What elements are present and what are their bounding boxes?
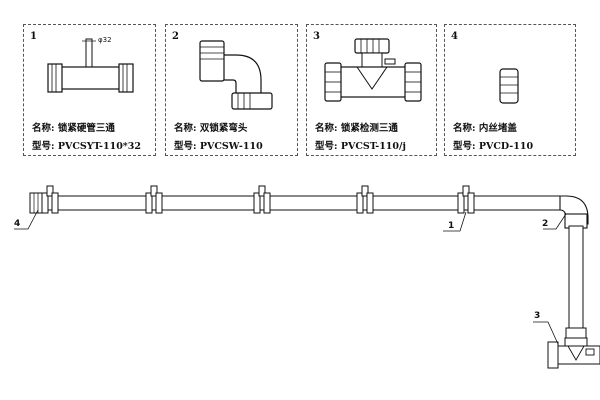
panel-number: 1 <box>30 31 37 42</box>
panel-number: 3 <box>313 31 320 42</box>
dimension-label: φ32 <box>98 36 112 44</box>
part-model: 型号: PVCSYT-110*32 <box>32 141 141 152</box>
panel-inspection-tee: 3 名称: 锁紧检测三通 型号: PVCST-110/j <box>306 24 437 156</box>
part-model: 型号: PVCSW-110 <box>174 141 263 152</box>
inspection-tee-icon <box>324 38 422 102</box>
part-model: 型号: PVCD-110 <box>453 141 534 152</box>
part-name: 名称: 双锁紧弯头 <box>174 123 248 134</box>
panel-number: 4 <box>451 31 458 42</box>
callout-end-cap: 4 <box>14 219 21 229</box>
panel-elbow: 2 名称: 双锁紧弯头 型号: PVCSW-110 <box>165 24 298 156</box>
part-model: 型号: PVCST-110/j <box>315 141 406 152</box>
panel-reducing-tee: 1 φ32 名称: 锁紧硬管三通 型号: PVCSYT-110*32 <box>23 24 156 156</box>
panel-end-cap: 4 名称: 内丝堵盖 型号: PVCD-110 <box>444 24 576 156</box>
elbow-icon <box>199 40 273 110</box>
callout-elbow: 2 <box>542 219 549 229</box>
panel-number: 2 <box>172 31 179 42</box>
callout-inspection-tee: 3 <box>534 311 541 321</box>
reducing-tee-icon <box>47 38 134 93</box>
end-cap-icon <box>499 68 519 104</box>
part-name: 名称: 内丝堵盖 <box>453 123 517 134</box>
part-name: 名称: 锁紧检测三通 <box>315 123 398 134</box>
part-name: 名称: 锁紧硬管三通 <box>32 123 115 134</box>
callout-reducing-tee: 1 <box>448 221 455 231</box>
